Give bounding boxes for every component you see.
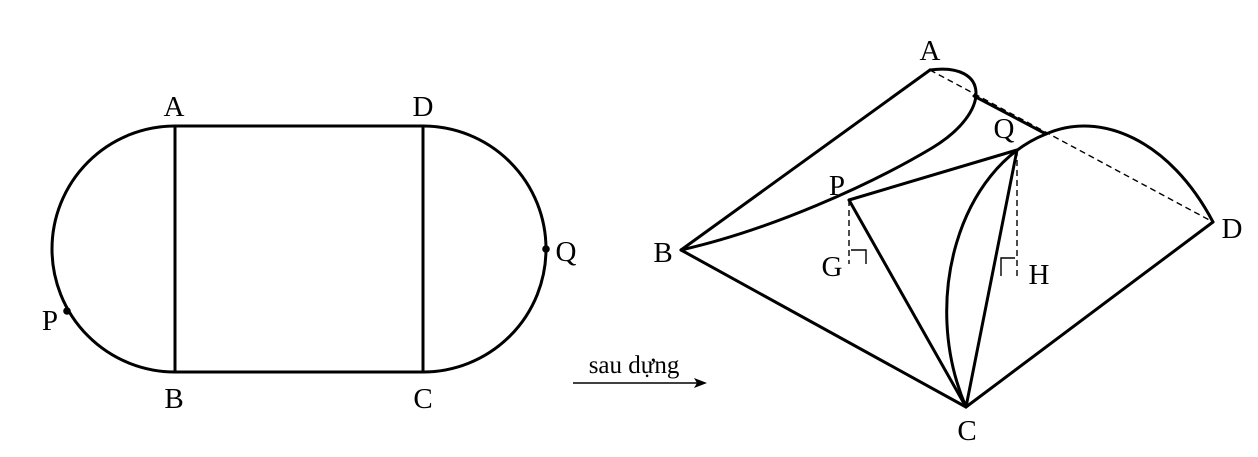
right-edge-bc	[679, 248, 968, 409]
right-label-p: P	[829, 170, 845, 202]
left-label-c: C	[413, 383, 432, 415]
right-semicircle-ab	[679, 67, 978, 252]
right-edge-top-ridge	[972, 94, 1048, 136]
left-point-p-dot	[63, 307, 71, 315]
right-segment-qc	[964, 148, 1019, 409]
left-label-b: B	[164, 383, 183, 415]
transition-arrow: sau dựng	[573, 352, 707, 388]
left-label-q: Q	[556, 236, 577, 268]
right-semicircle-dc	[945, 124, 1215, 409]
right-figure: A B C D P Q G H	[653, 35, 1242, 447]
arrow-caption: sau dựng	[589, 352, 680, 379]
right-segment-pc	[847, 198, 968, 409]
left-point-q-dot	[542, 245, 550, 253]
right-segment-pq	[847, 148, 1019, 202]
right-edge-cd	[964, 220, 1215, 409]
right-label-g: G	[822, 251, 843, 283]
right-label-d: D	[1222, 213, 1243, 245]
left-semicircle-ab	[50, 124, 177, 374]
left-figure: A D B C P Q	[42, 91, 577, 415]
right-label-q: Q	[994, 113, 1015, 145]
right-dashed-edge-ad	[929, 69, 1214, 223]
right-label-h: H	[1029, 259, 1050, 291]
right-edge-ab	[679, 68, 932, 252]
left-label-d: D	[413, 91, 434, 123]
right-angle-marker-g	[851, 249, 867, 264]
right-label-b: B	[653, 237, 672, 269]
left-semicircle-dc	[421, 124, 548, 374]
right-label-c: C	[957, 415, 976, 447]
right-label-a: A	[920, 35, 941, 67]
left-label-a: A	[164, 91, 185, 123]
right-angle-marker-h	[1000, 257, 1015, 276]
arrow-head	[694, 378, 707, 388]
left-label-p: P	[42, 305, 58, 337]
